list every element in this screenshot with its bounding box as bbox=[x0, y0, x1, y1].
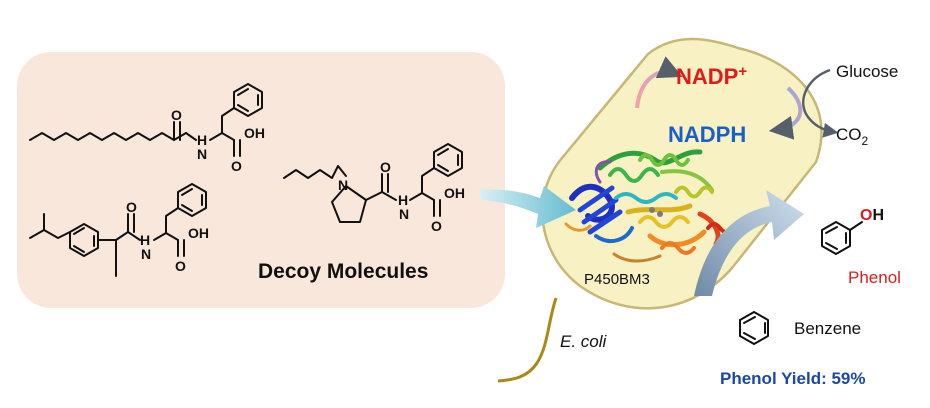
nadph-label: NADPH bbox=[668, 122, 746, 147]
enzyme-label: P450BM3 bbox=[584, 271, 650, 288]
phenol-label: Phenol bbox=[848, 268, 901, 287]
svg-text:H: H bbox=[398, 192, 408, 208]
phenol-yield: Phenol Yield: 59% bbox=[720, 369, 866, 388]
svg-text:N: N bbox=[338, 177, 348, 193]
glucose-label: Glucose bbox=[836, 62, 898, 81]
svg-text:H: H bbox=[197, 132, 207, 148]
co2-label: CO2 bbox=[836, 125, 869, 148]
svg-text:N: N bbox=[141, 246, 151, 262]
svg-text:O: O bbox=[431, 218, 442, 234]
svg-text:OH: OH bbox=[188, 225, 209, 241]
svg-text:O: O bbox=[126, 199, 137, 215]
organism-label: E. coli bbox=[560, 332, 608, 351]
decoy-panel bbox=[17, 52, 505, 308]
svg-text:O: O bbox=[231, 158, 242, 174]
svg-text:O: O bbox=[380, 159, 391, 175]
benzene-label: Benzene bbox=[794, 319, 861, 338]
svg-text:O: O bbox=[175, 258, 186, 274]
svg-text:N: N bbox=[197, 146, 207, 162]
cycle-arc-top bbox=[635, 56, 683, 109]
decoy-label: Decoy Molecules bbox=[258, 260, 428, 283]
phenol-oh-atom: OH bbox=[860, 207, 884, 224]
svg-text:OH: OH bbox=[244, 125, 265, 141]
decoy-molecule-3: N O H N OH O bbox=[283, 143, 465, 234]
cycle-arc-bottom bbox=[768, 86, 803, 140]
decoy-molecule-1: O H N OH O bbox=[29, 83, 265, 174]
flagellum bbox=[497, 297, 558, 383]
p450bm3-enzyme-structure bbox=[564, 149, 734, 263]
svg-text:O: O bbox=[171, 107, 182, 123]
decoy-entry-arrow bbox=[478, 186, 576, 228]
svg-text:OH: OH bbox=[444, 185, 465, 201]
decoy-molecule-2: O H N OH O bbox=[29, 183, 209, 277]
glucose-to-co2-arrow bbox=[802, 68, 839, 138]
svg-text:N: N bbox=[399, 206, 409, 222]
svg-text:H: H bbox=[140, 232, 150, 248]
benzene-to-phenol-arrow bbox=[694, 190, 804, 296]
benzene-molecule bbox=[739, 311, 769, 345]
phenol-molecule bbox=[821, 221, 863, 255]
nadp-label: NADP+ bbox=[676, 63, 747, 89]
